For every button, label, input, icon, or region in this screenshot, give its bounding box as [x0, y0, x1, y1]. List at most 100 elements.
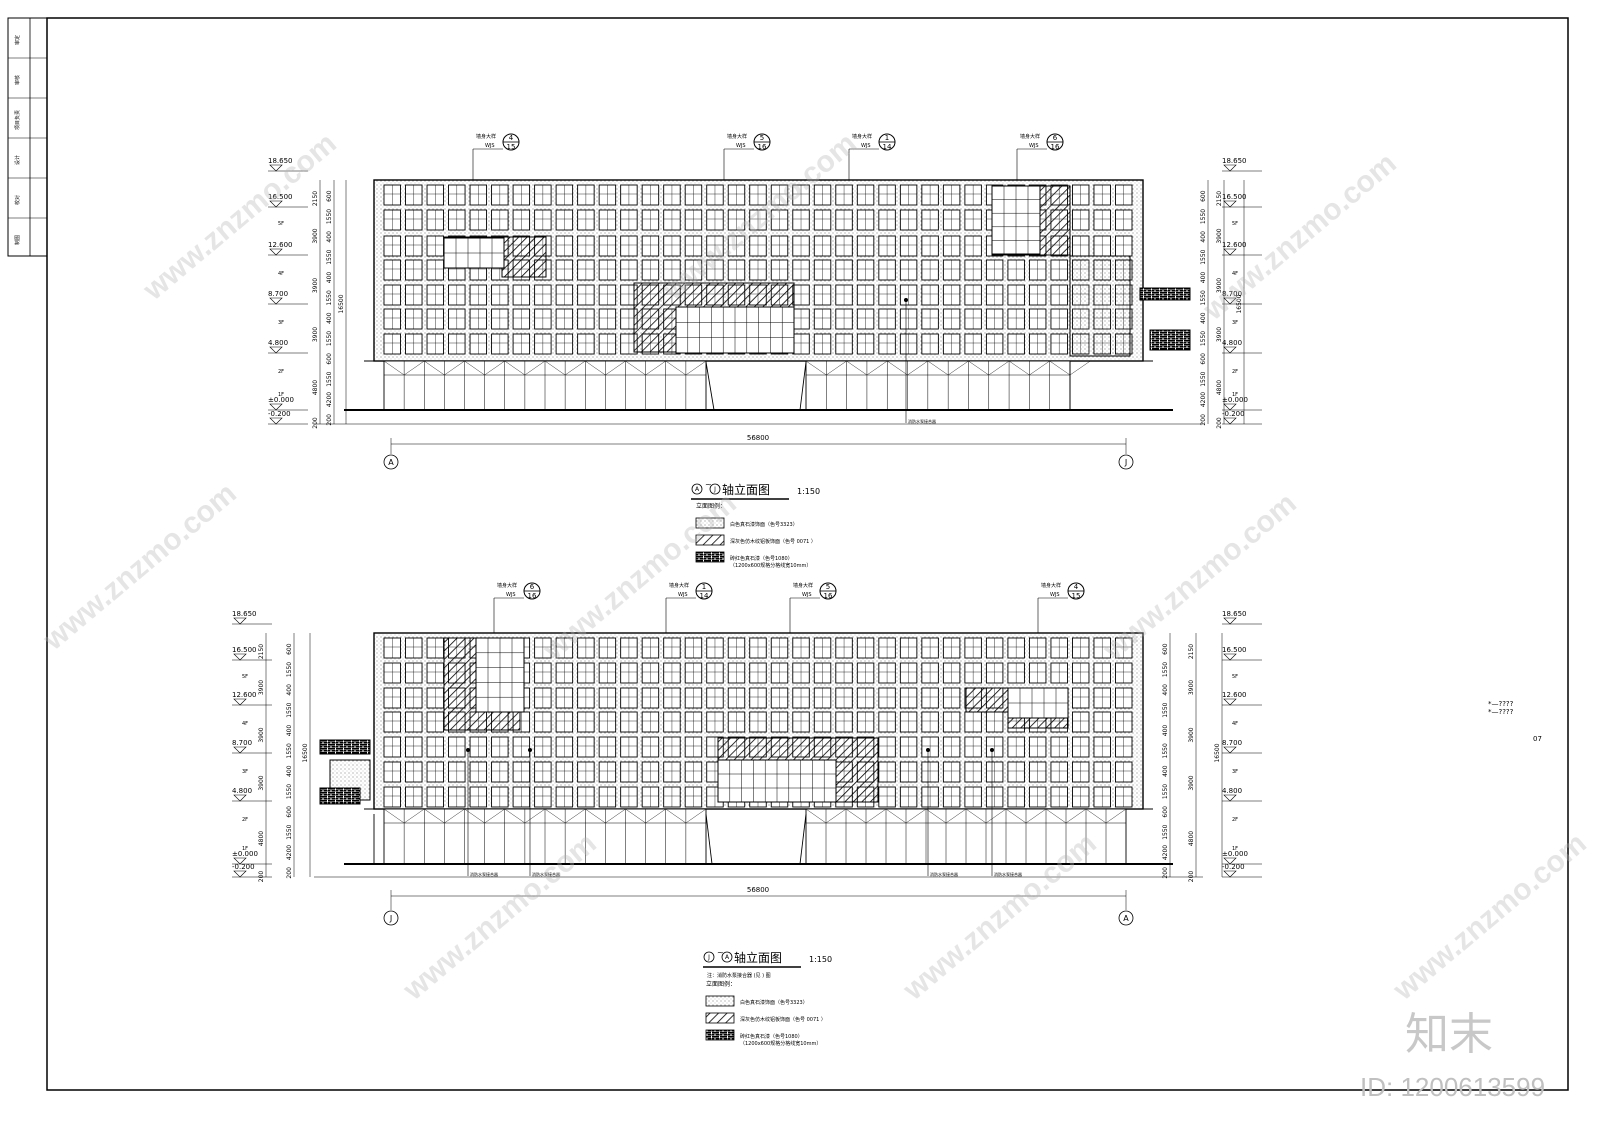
callout-number: 6 [530, 583, 535, 591]
floor-label: 1F [1232, 392, 1238, 398]
legend-swatch [705, 1012, 735, 1024]
dim-value: 4200 [1200, 392, 1207, 407]
dim-value: 1550 [1200, 331, 1207, 346]
level-marker [1223, 200, 1237, 208]
floor-label: 1F [242, 846, 248, 852]
floor-label: 4F [1232, 721, 1238, 727]
sheet-border [46, 17, 1569, 1091]
storefront-vent [544, 808, 586, 824]
level-marker [269, 200, 283, 208]
title-block-label: 设计 [14, 155, 21, 165]
floor-label: 5F [1232, 221, 1238, 227]
axis-label: J [389, 914, 392, 923]
dim-value: 600 [1162, 806, 1169, 818]
brick-band [1139, 287, 1191, 301]
title-block-label: 审核 [14, 75, 21, 85]
storefront-vent [383, 808, 425, 824]
level-value: -0.200 [1222, 863, 1245, 871]
elevation-a-to-j: 18.65016.50012.6008.7004.800±0.000-0.200… [268, 133, 1262, 500]
level-marker [269, 164, 283, 172]
dim-value: 1550 [326, 371, 333, 386]
dim-value: 1550 [286, 662, 293, 677]
level-marker [233, 857, 247, 865]
callout-ref: WJS [802, 592, 812, 598]
storefront-vent [846, 360, 888, 376]
callout-sheet: 14 [883, 143, 892, 151]
level-marker [1223, 248, 1237, 256]
callout-ref: WJS [506, 592, 516, 598]
level-value: ±0.000 [232, 850, 258, 858]
level-marker [269, 417, 283, 425]
callout-sheet: 14 [700, 592, 709, 600]
total-dim-value: 56800 [747, 886, 769, 894]
dim-value: 2150 [1188, 644, 1195, 659]
pipe-connector [528, 748, 532, 752]
legend-text: （1200x600规格分格线宽10mm） [730, 562, 811, 569]
dim-value: 400 [326, 312, 333, 324]
storefront-vent [1045, 808, 1087, 824]
dim-value: 3900 [1216, 327, 1223, 342]
storefront-vent [965, 808, 1007, 824]
dim-value: 200 [258, 871, 265, 883]
dim-value: 400 [286, 765, 293, 777]
level-marker [1223, 297, 1237, 305]
callout-number: 4 [1074, 583, 1079, 591]
level-marker [269, 403, 283, 411]
drawing-note: 注：消防水泵接合器 (见 ) 图 [707, 972, 771, 979]
level-value: 18.650 [1222, 610, 1247, 618]
side-note-2: *—???? [1488, 708, 1514, 716]
floor-label: 2F [1232, 369, 1238, 375]
pipe-label: 消防水泵接合器 [930, 871, 958, 877]
legend-swatch [695, 534, 725, 546]
dim-value: 400 [1162, 684, 1169, 696]
floor-label: 3F [242, 769, 248, 775]
dim-value: 1550 [1200, 209, 1207, 224]
storefront-vent [968, 360, 1010, 376]
dim-value: 3900 [1216, 228, 1223, 243]
callout-sheet: 15 [507, 143, 516, 151]
brick-band [319, 739, 371, 755]
level-value: 8.700 [1222, 290, 1242, 298]
storefront-vent [504, 360, 546, 376]
dim-value: 200 [312, 417, 319, 429]
pipe-label: 消防水泵接合器 [908, 418, 936, 424]
level-value: ±0.000 [268, 396, 294, 404]
image-id: ID: 1200613599 [1360, 1072, 1546, 1102]
floor-label: 5F [242, 674, 248, 680]
storefront-vent [464, 360, 505, 376]
level-value: 18.650 [232, 610, 257, 618]
dim-value: 400 [1162, 765, 1169, 777]
sheet-number: 07 [1533, 735, 1542, 743]
storefront-vent [1008, 360, 1050, 376]
storefront-vent [585, 360, 626, 376]
callout-number: 5 [760, 134, 764, 142]
dim-value: 1550 [326, 331, 333, 346]
dim-value: 1550 [326, 209, 333, 224]
storefront-vent [1085, 808, 1127, 824]
level-value: 16.500 [1222, 646, 1247, 654]
level-value: 12.600 [1222, 241, 1247, 249]
storefront-vent [927, 360, 969, 376]
floor-label: 3F [1232, 769, 1238, 775]
callout-label: 墙身大样 [1020, 133, 1040, 140]
dim-value: 3900 [1188, 775, 1195, 790]
storefront-vent [383, 360, 425, 376]
legend-swatch [705, 995, 735, 1007]
dim-value: 1550 [1162, 743, 1169, 758]
level-value: 12.600 [268, 241, 293, 249]
dim-value: 200 [1188, 871, 1195, 883]
entrance-recess [705, 361, 715, 411]
axis-bubble [1118, 454, 1134, 470]
level-marker [1223, 653, 1237, 661]
storefront-vent [424, 808, 465, 824]
pipe-connector [990, 748, 994, 752]
storefront-vent [925, 808, 967, 824]
level-marker [1223, 794, 1237, 802]
axis-label: J [1124, 458, 1127, 467]
dim-value: 200 [1216, 417, 1223, 429]
level-marker [233, 746, 247, 754]
level-value: 16.500 [1222, 193, 1247, 201]
dim-value: 1550 [1200, 371, 1207, 386]
dim-value: 600 [1162, 643, 1169, 655]
